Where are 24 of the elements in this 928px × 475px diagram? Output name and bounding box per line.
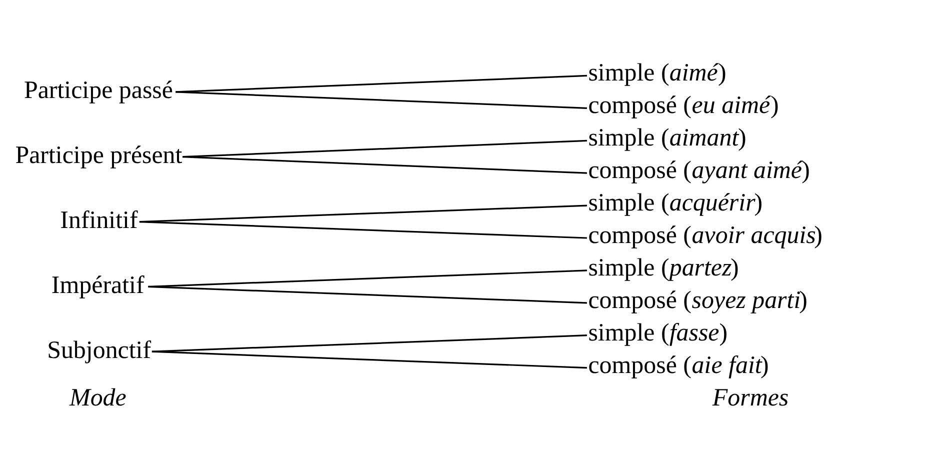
node-text: simple (acquérir) <box>588 189 763 216</box>
node-text: composé (soyez parti) <box>588 286 808 314</box>
node-text: Subjonctif <box>47 336 152 364</box>
label: Formes <box>712 384 789 411</box>
node-text: simple (partez) <box>588 254 739 281</box>
connector <box>182 156 587 174</box>
connector <box>176 90 587 108</box>
connector <box>148 285 587 304</box>
node-text: simple (aimant) <box>588 124 746 152</box>
connector <box>176 74 587 92</box>
connector <box>139 220 587 238</box>
node-text: Impératif <box>51 271 144 298</box>
connector <box>152 334 587 352</box>
node-text: composé (avoir acquis) <box>588 221 822 248</box>
node-text: Participe présent <box>15 142 182 169</box>
node-text: composé (ayant aimé) <box>588 156 810 184</box>
node-text: Participe passé <box>24 76 173 104</box>
node-text: composé (eu aimé) <box>588 92 779 119</box>
node-text: simple (aimé) <box>588 59 726 86</box>
node-text: Infinitif <box>60 206 138 234</box>
node-text: composé (aie fait) <box>588 351 769 378</box>
node-text: simple (fasse) <box>588 318 728 346</box>
connector <box>152 350 587 368</box>
label: Mode <box>70 384 126 411</box>
